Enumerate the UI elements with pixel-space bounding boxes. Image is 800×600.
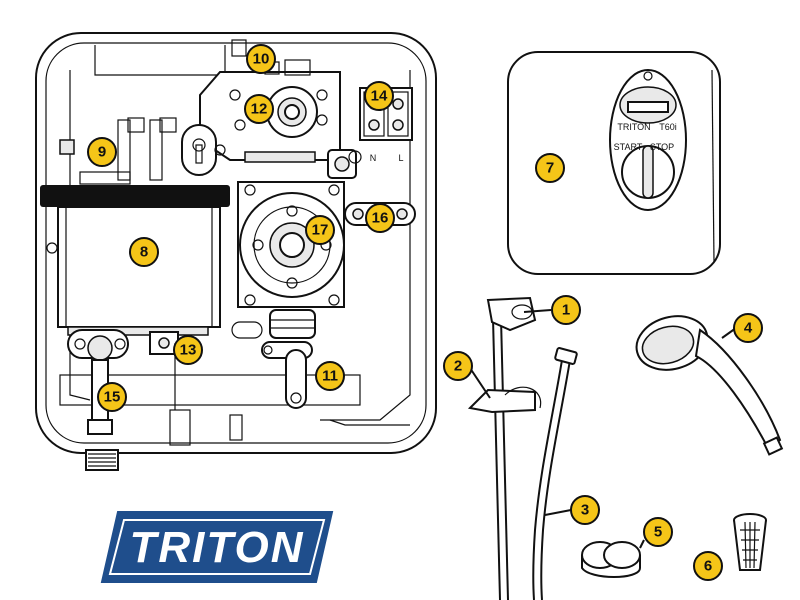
cover-brand-text: TRITON — [617, 122, 650, 132]
svg-text:4: 4 — [744, 320, 753, 337]
inlet-filter — [733, 513, 767, 571]
riser-rail — [467, 296, 542, 600]
svg-text:14: 14 — [371, 88, 388, 105]
part-label-10: 10 — [246, 44, 276, 74]
shower-hose — [532, 347, 578, 600]
logo-text: TRITON — [130, 523, 305, 572]
part-label-6: 6 — [693, 551, 723, 581]
part-label-8: 8 — [129, 237, 159, 267]
part-label-16: 16 — [365, 203, 395, 233]
part-label-17: 17 — [305, 215, 335, 245]
svg-text:17: 17 — [312, 222, 329, 239]
svg-text:13: 13 — [180, 342, 197, 359]
part-label-3: 3 — [570, 495, 600, 525]
part-label-7: 7 — [535, 153, 565, 183]
part-label-12: 12 — [244, 94, 274, 124]
flow-valve — [231, 181, 345, 339]
part-label-1: 1 — [551, 295, 581, 325]
svg-text:10: 10 — [253, 51, 270, 68]
part-label-5: 5 — [643, 517, 673, 547]
svg-text:11: 11 — [322, 368, 338, 385]
part-label-4: 4 — [733, 313, 763, 343]
svg-text:16: 16 — [372, 210, 389, 227]
front-cover: TRITON T60i START STOP — [507, 51, 721, 275]
inlet-elbow — [261, 341, 313, 409]
svg-text:2: 2 — [454, 358, 462, 375]
thermal-cutout — [59, 117, 177, 185]
cover-model-text: T60i — [659, 122, 677, 132]
svg-text:15: 15 — [104, 389, 121, 406]
triton-logo: TRITON — [100, 511, 334, 583]
knob-stop-text: STOP — [650, 142, 674, 152]
part-label-14: 14 — [364, 81, 394, 111]
shower-head — [635, 315, 784, 456]
svg-text:5: 5 — [654, 524, 662, 541]
earth-terminal — [327, 149, 362, 179]
part-label-9: 9 — [87, 137, 117, 167]
svg-text:12: 12 — [251, 101, 268, 118]
terminal-neutral-label: N — [370, 153, 377, 163]
keyhole-mount — [181, 124, 226, 176]
hose-ring — [581, 541, 641, 578]
svg-text:6: 6 — [704, 558, 712, 575]
knob-start-text: START — [614, 142, 643, 152]
svg-text:3: 3 — [581, 502, 589, 519]
svg-text:9: 9 — [98, 144, 106, 161]
svg-text:1: 1 — [562, 302, 570, 319]
heater-tank — [40, 185, 230, 336]
part-label-15: 15 — [97, 382, 127, 412]
part-label-2: 2 — [443, 351, 473, 381]
terminal-live-label: L — [398, 153, 403, 163]
part-label-13: 13 — [173, 335, 203, 365]
svg-text:8: 8 — [140, 244, 148, 261]
part-label-11: 11 — [315, 361, 345, 391]
svg-text:7: 7 — [546, 160, 554, 177]
